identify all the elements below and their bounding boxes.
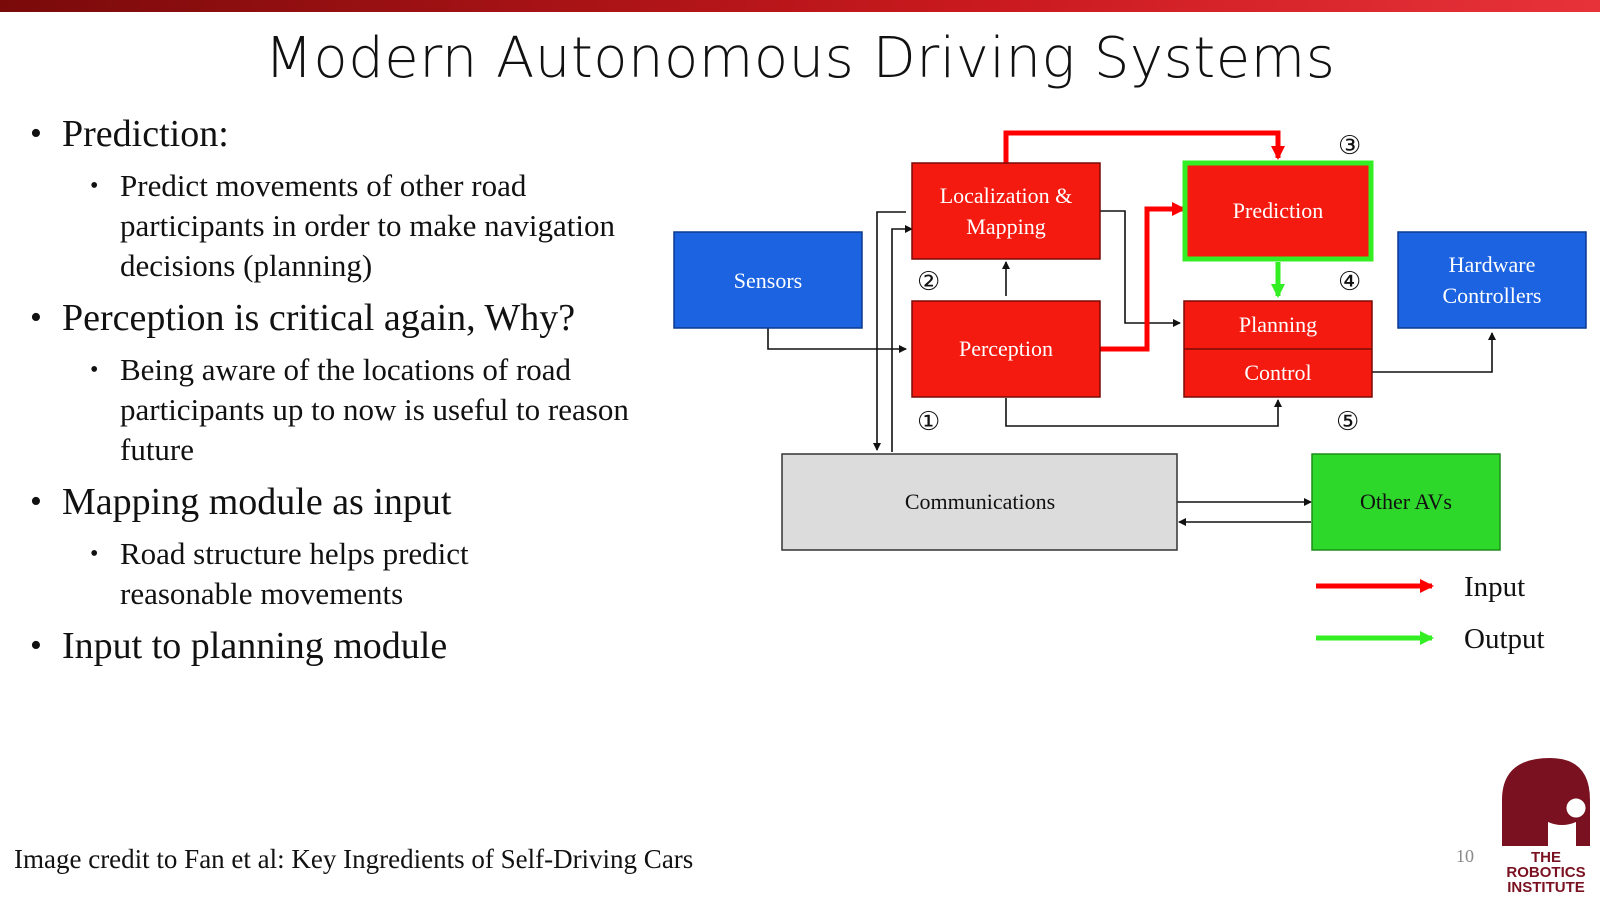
perception-to-prediction-input-arrow [1099, 202, 1186, 352]
logo-arch-icon [1502, 758, 1590, 846]
robotics-institute-logo: THE ROBOTICS INSTITUTE [1502, 758, 1590, 896]
step-marker-2: ② [917, 267, 940, 297]
step-marker-1: ① [917, 407, 940, 437]
input-arrows [1003, 130, 1285, 352]
bullet-prediction: Prediction: [30, 112, 660, 156]
step-marker-4: ④ [1338, 267, 1361, 297]
localization-to-prediction-input-arrow [1003, 130, 1285, 163]
other-avs-label: Other AVs [1360, 489, 1452, 514]
communications-label: Communications [905, 489, 1055, 514]
page-number: 10 [1456, 846, 1474, 866]
sensors-label: Sensors [734, 268, 802, 293]
step-marker-3: ③ [1338, 131, 1361, 161]
sub-bullet-road-structure: Road structure helps predict reasonable … [30, 534, 590, 614]
bullet-mapping-input: Mapping module as input [30, 480, 660, 524]
step-marker-5: ⑤ [1336, 407, 1359, 437]
localization-to-communications-arrow [873, 211, 906, 451]
black-connectors [767, 210, 1496, 526]
bullet-list: Prediction: Predict movements of other r… [30, 112, 660, 678]
hardware-label: Hardware [1449, 252, 1536, 277]
bullet-input-planning: Input to planning module [30, 624, 660, 668]
bullet-perception-critical: Perception is critical again, Why? [30, 296, 660, 340]
logo-line-institute: INSTITUTE [1507, 879, 1585, 896]
perception-to-control-arrow [1005, 398, 1282, 427]
image-credit: Image credit to Fan et al: Key Ingredien… [14, 844, 694, 874]
logo-circle-icon [1563, 795, 1589, 821]
perception-box: Perception [911, 300, 1101, 398]
mapping-label: Mapping [966, 214, 1045, 239]
localization-mapping-box: Localization & Mapping [911, 162, 1101, 260]
sub-bullet-aware-locations: Being aware of the locations of road par… [30, 350, 660, 470]
control-to-hardware-arrow [1372, 332, 1496, 373]
sub-bullet-predict-movements: Predict movements of other road particip… [30, 166, 640, 286]
perception-label: Perception [959, 336, 1053, 361]
sensors-box: Sensors [673, 231, 863, 329]
localization-label: Localization & [940, 183, 1073, 208]
legend-input-label: Input [1464, 571, 1525, 603]
control-label: Control [1244, 360, 1311, 385]
controllers-label: Controllers [1443, 283, 1542, 308]
other-avs-box: Other AVs [1311, 453, 1501, 551]
legend: Input Output [1316, 571, 1545, 655]
prediction-label: Prediction [1233, 198, 1323, 223]
legend-output-label: Output [1464, 623, 1545, 655]
planning-control-box: Planning Control [1183, 300, 1373, 398]
prediction-box: Prediction [1182, 160, 1374, 262]
slide-title: Modern Autonomous Driving Systems [264, 26, 1336, 91]
localization-to-planning-arrow [1098, 210, 1181, 327]
logo-line-robotics: ROBOTICS [1506, 864, 1585, 881]
communications-to-localization-arrow [891, 225, 913, 452]
title-accent-bar [0, 0, 1600, 12]
logo-line-the: THE [1531, 849, 1561, 866]
sensors-to-perception-arrow [767, 328, 907, 353]
planning-label: Planning [1239, 312, 1317, 337]
hardware-controllers-box: Hardware Controllers [1397, 231, 1587, 329]
communications-box: Communications [781, 453, 1178, 551]
